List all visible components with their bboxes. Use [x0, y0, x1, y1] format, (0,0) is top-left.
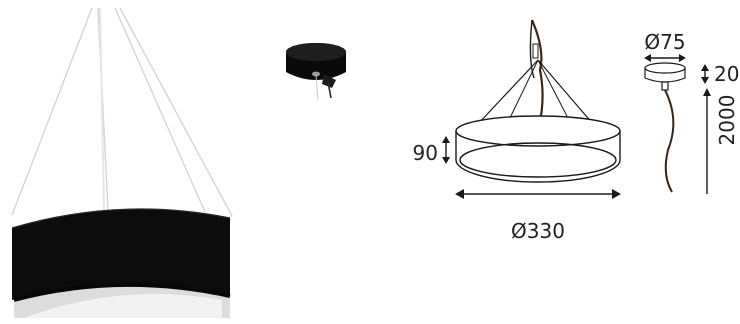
- canopy-cable: [664, 89, 675, 193]
- lamp-photo: [11, 7, 233, 318]
- canopy-diameter-label: Ø75: [644, 30, 685, 54]
- drawing-shade: [455, 115, 621, 183]
- suspension-wires: [11, 7, 233, 217]
- lamp-drawing: [455, 19, 621, 183]
- height-dimension: [442, 136, 450, 164]
- diameter-dimension: [455, 189, 621, 199]
- power-cable: [99, 7, 105, 211]
- canopy-drawing: [644, 62, 686, 91]
- canopy-height-dimension: [701, 64, 709, 84]
- diameter-label: Ø330: [511, 219, 565, 243]
- canopy-height-label: 20: [714, 62, 739, 86]
- drawing-cable: [530, 19, 544, 131]
- height-label: 90: [413, 141, 438, 165]
- cable-length-dimension: [703, 88, 711, 194]
- lamp-shade: [11, 208, 231, 318]
- canopy-photo: [286, 43, 346, 101]
- canopy-diameter-dimension: [644, 54, 686, 62]
- cable-length-label: 2000: [715, 95, 739, 146]
